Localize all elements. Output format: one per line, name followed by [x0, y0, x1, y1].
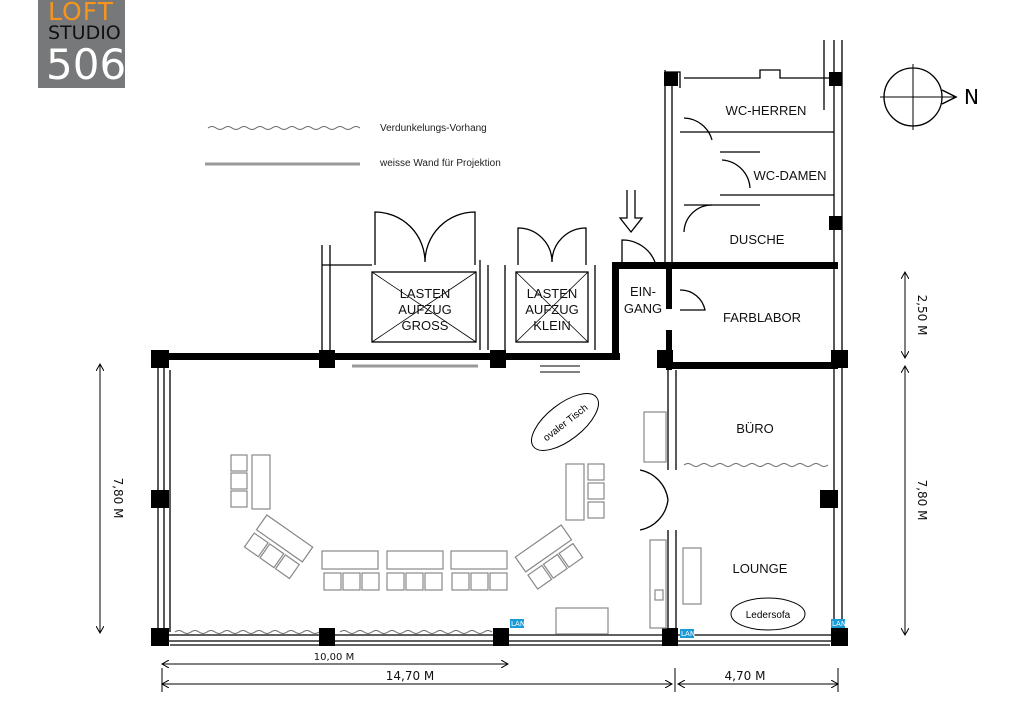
- lan-port: LAN: [831, 619, 846, 628]
- lift-klein: [504, 227, 596, 350]
- room-eingang-2: GANG: [624, 301, 662, 316]
- room-dusche: DUSCHE: [730, 232, 785, 247]
- legend: Verdunkelungs-Vorhang weisse Wand für Pr…: [205, 123, 501, 169]
- room-eingang-1: EIN-: [630, 284, 656, 299]
- logo-506: 506: [46, 40, 127, 89]
- room-lasten-gross-3: GROSS: [402, 318, 449, 333]
- sofa-label: Ledersofa: [746, 610, 791, 621]
- room-lasten-klein-2: AUFZUG: [525, 302, 578, 317]
- logo-loft: LOFT: [48, 0, 114, 26]
- lan-port: LAN: [680, 629, 695, 638]
- room-farblabor: FARBLABOR: [723, 310, 801, 325]
- dim-right-top: 2,50 M: [915, 295, 929, 336]
- wc-area: [664, 69, 842, 262]
- dimensions: [100, 272, 905, 692]
- room-lasten-klein-3: KLEIN: [533, 318, 571, 333]
- oval-table-label: ovaler Tisch: [542, 402, 591, 444]
- room-buero: BÜRO: [736, 421, 774, 436]
- svg-text:LAN: LAN: [511, 620, 525, 628]
- room-wc-damen: WC-DAMEN: [754, 168, 827, 183]
- dim-bottom-short: 10,00 M: [314, 652, 354, 663]
- logo-studio: STUDIO: [48, 22, 121, 44]
- svg-text:LAN: LAN: [681, 630, 695, 638]
- lan-port: LAN: [510, 619, 525, 628]
- lift-gross: [321, 211, 489, 350]
- room-lasten-klein-1: LASTEN: [527, 286, 578, 301]
- room-wc-herren: WC-HERREN: [726, 103, 807, 118]
- entrance-arrow-icon: [618, 190, 656, 263]
- furniture: ovaler Tisch Ledersofa: [230, 393, 806, 635]
- logo: LOFT STUDIO 506: [38, 0, 127, 89]
- legend-projection-label: weisse Wand für Projektion: [379, 158, 501, 169]
- dim-right-bottom: 7,80 M: [915, 480, 929, 521]
- room-lasten-gross-2: AUFZUG: [398, 302, 451, 317]
- compass-north-label: N: [964, 85, 979, 109]
- walls: [151, 40, 848, 646]
- compass: N: [880, 64, 979, 130]
- dim-bottom-right: 4,70 M: [725, 669, 766, 683]
- legend-curtain-label: Verdunkelungs-Vorhang: [380, 123, 487, 134]
- room-lasten-gross-1: LASTEN: [400, 286, 451, 301]
- curtain-symbol: [207, 126, 361, 130]
- dim-bottom-main: 14,70 M: [386, 669, 435, 683]
- room-lounge: LOUNGE: [733, 561, 788, 576]
- svg-text:LAN: LAN: [832, 620, 846, 628]
- dim-left-height: 7,80 M: [111, 478, 125, 519]
